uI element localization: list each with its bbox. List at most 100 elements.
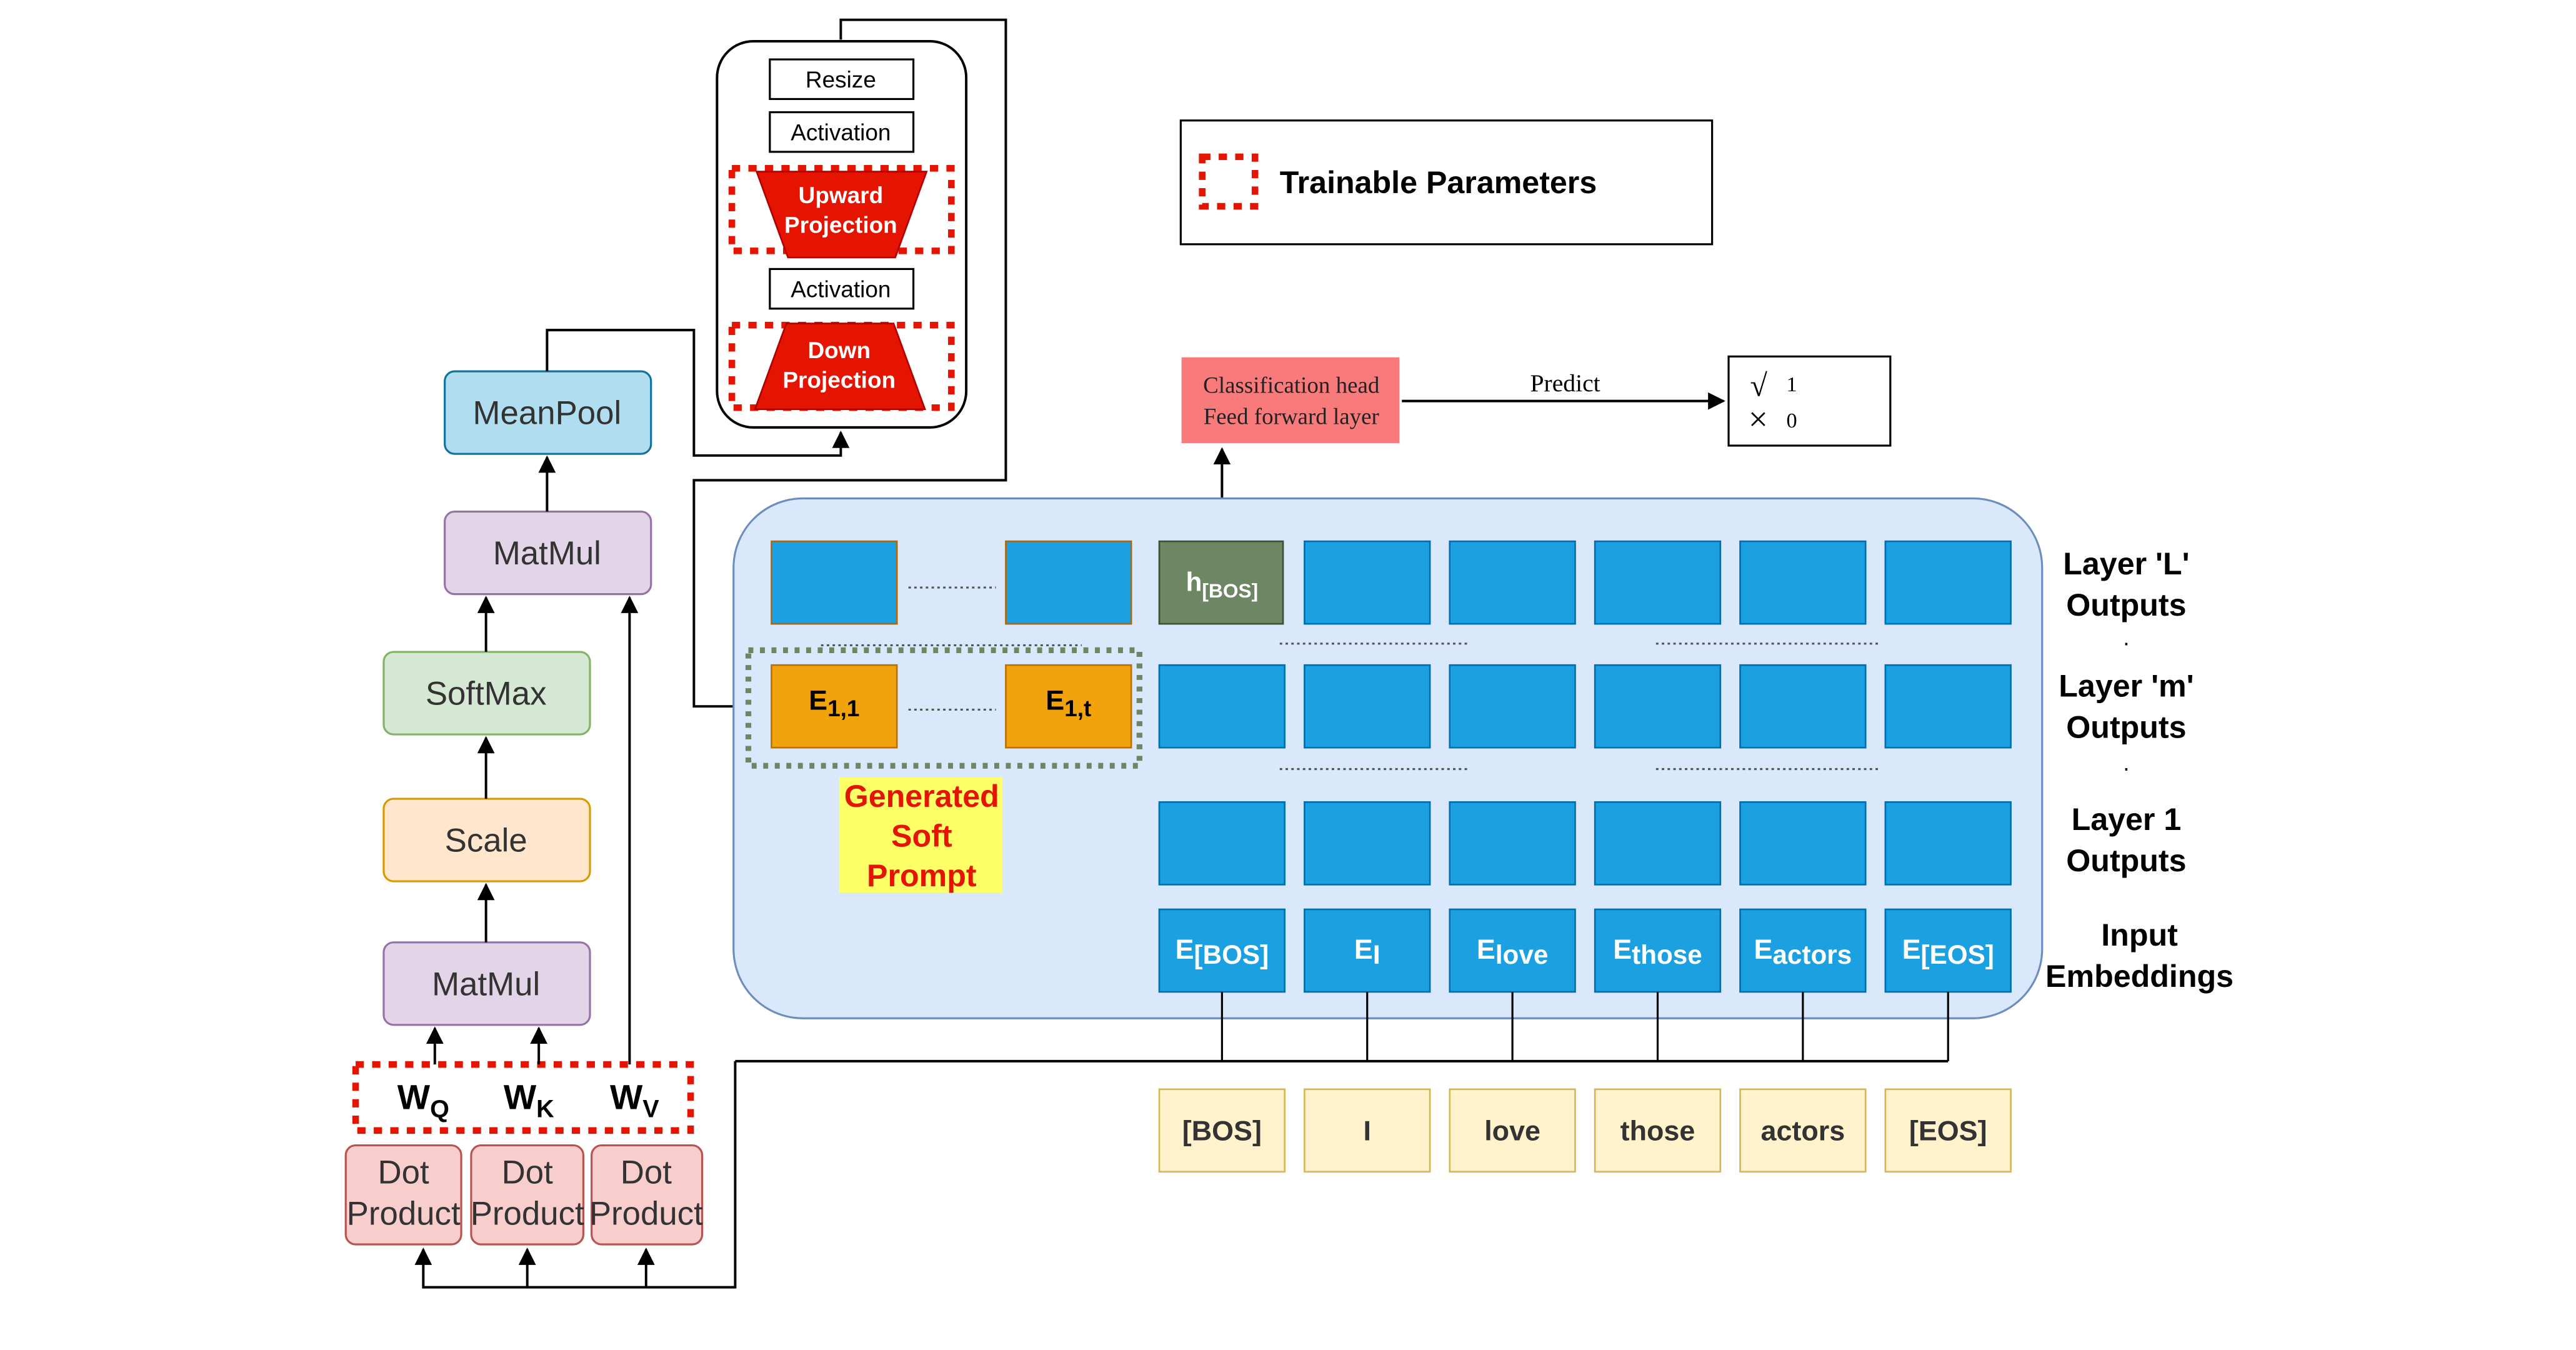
prediction-value-positive: 1 [1786, 372, 1797, 396]
soft-prompt-output-box-t [1005, 540, 1132, 625]
softmax-label: SoftMax [426, 676, 547, 712]
input-token-label: actors [1761, 1115, 1845, 1147]
layer-1-box [1304, 801, 1431, 886]
activation-top-box [769, 111, 915, 153]
activation-bottom-box [769, 268, 915, 310]
prediction-output-box [1727, 355, 1892, 447]
soft-prompt-token-label-1: E1,1 [809, 684, 859, 721]
layer-m-box [1739, 664, 1867, 749]
classification-head-box [1181, 357, 1400, 443]
upward-projection-trainable-box [728, 165, 955, 254]
prediction-value-negative: 0 [1786, 409, 1797, 432]
soft-prompt-token-box-1 [771, 664, 898, 749]
bos-hidden-state-label: h[BOS] [1186, 567, 1259, 602]
layer-l-box [1304, 540, 1431, 625]
dot-product-label-v-1: Dot [621, 1154, 672, 1191]
layer-1-box [1739, 801, 1867, 886]
layer-labels: Layer 'L'Outputs . Layer 'm'Outputs . La… [2045, 546, 2234, 994]
embedding-label-those: Ethose [1613, 933, 1702, 969]
layer-m-box [1594, 664, 1722, 749]
layer-m-box [1884, 664, 2012, 749]
dot-product-label-v-2: Product [589, 1195, 703, 1232]
soft-prompt-output-box-1 [771, 540, 898, 625]
weight-wv: WV [610, 1078, 659, 1122]
scale-box [382, 798, 591, 882]
cross-icon: × [1749, 400, 1768, 438]
layer-1-box [1594, 801, 1722, 886]
dot-product-label-k-2: Product [471, 1195, 584, 1232]
input-tokens: [BOS] I love those actors [EOS] [1158, 991, 2012, 1173]
down-projection-trainable-box [728, 321, 955, 411]
input-token-box [1884, 1088, 2012, 1173]
layer-1-box [1449, 801, 1576, 886]
weights-trainable-box [352, 1061, 694, 1134]
attention-arrows [414, 18, 1949, 1289]
soft-prompt-token-label-t: E1,t [1046, 684, 1091, 721]
dot-product-label-q-1: Dot [378, 1154, 429, 1191]
layer-l-box [1739, 540, 1867, 625]
embedding-label-i: EI [1354, 933, 1380, 969]
svg-text:.: . [2123, 750, 2129, 776]
layer-m-box [1304, 664, 1431, 749]
weight-wq: WQ [397, 1078, 449, 1122]
svg-text:.: . [2123, 624, 2129, 650]
embedding-label-bos: E[BOS] [1176, 933, 1269, 969]
layer-m-box [1449, 664, 1576, 749]
legend: Trainable Parameters [1179, 119, 1714, 246]
dot-product-label-q-2: Product [347, 1195, 461, 1232]
layer-separators [821, 642, 1880, 771]
meanpool-label: MeanPool [473, 395, 622, 432]
input-token-label: [BOS] [1182, 1115, 1262, 1147]
upward-projection-shape [755, 171, 928, 259]
resize-box [769, 58, 915, 101]
embedding-label-actors: Eactors [1754, 933, 1852, 969]
layer-1-box [1884, 801, 2012, 886]
dot-product-label-k-1: Dot [502, 1154, 553, 1191]
input-token-box [1158, 1088, 1286, 1173]
layer-1-box [1158, 801, 1286, 886]
input-token-label: [EOS] [1909, 1115, 1987, 1147]
soft-prompt-label-box [839, 777, 1003, 893]
matmul-bottom-label: MatMul [432, 966, 540, 1002]
layer-m-label: Layer 'm'Outputs [2059, 668, 2194, 744]
matmul-top-label: MatMul [493, 535, 601, 572]
input-token-label: those [1620, 1115, 1695, 1147]
predict-label: Predict [1530, 369, 1600, 397]
activation-bottom-label: Activation [791, 276, 891, 302]
layer-m-box [1158, 664, 1286, 749]
activation-top-label: Activation [791, 119, 891, 145]
embedding-label-eos: E[EOS] [1902, 933, 1994, 969]
input-token-box [1449, 1088, 1576, 1173]
down-projection-shape [754, 322, 926, 411]
layer-l-box [1884, 540, 2012, 625]
legend-label: Trainable Parameters [1280, 165, 1597, 200]
resize-label: Resize [806, 67, 876, 92]
input-token-label: I [1364, 1115, 1371, 1147]
input-token-box [1739, 1088, 1867, 1173]
embedding-label-love: Elove [1477, 933, 1548, 969]
scale-label: Scale [445, 822, 527, 859]
layer-l-box [1594, 540, 1722, 625]
check-icon: √ [1750, 368, 1767, 403]
bos-hidden-state-box [1158, 540, 1284, 625]
layer-l-box [1449, 540, 1576, 625]
weight-wk: WK [504, 1078, 554, 1122]
soft-prompt-token-box-t [1005, 664, 1132, 749]
layer-l-label: Layer 'L'Outputs [2063, 546, 2189, 622]
